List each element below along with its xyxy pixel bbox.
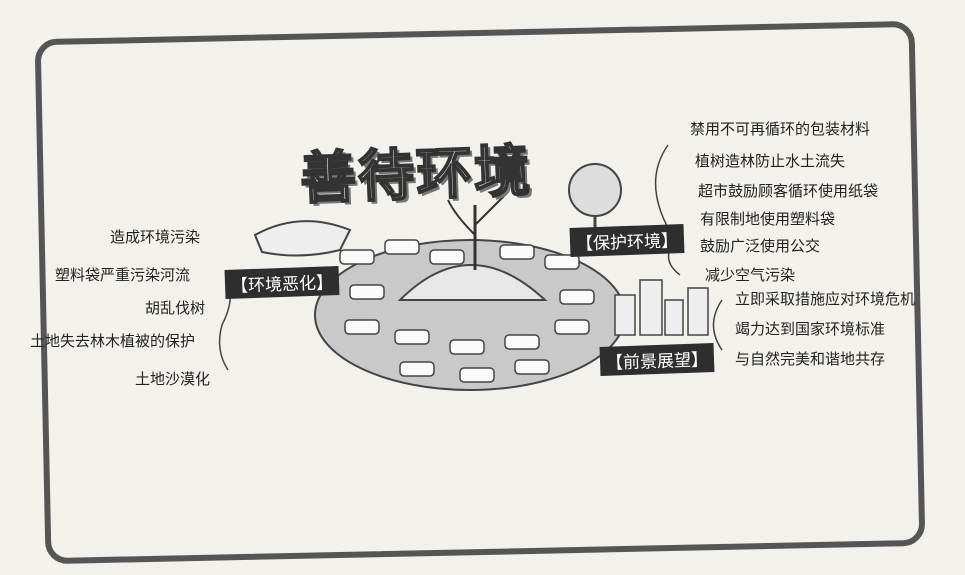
branch-tag-degradation: 【环境恶化】: [224, 266, 340, 299]
connector-right-bottom: [712, 299, 723, 351]
protection-item: 有限制地使用塑料袋: [700, 210, 836, 228]
polluting-container-icon: [253, 220, 352, 257]
degradation-item: 土地失去林木植被的保护: [30, 332, 196, 350]
protection-item: 禁用不可再循环的包装材料: [690, 120, 871, 138]
degradation-item: 造成环境污染: [110, 228, 201, 246]
car-icon: [339, 249, 375, 265]
branch-tag-protection: 【保护环境】: [569, 224, 685, 257]
prospects-item: 立即采取措施应对环境危机: [735, 290, 916, 308]
connector-right-top: [654, 144, 681, 276]
building: [639, 279, 663, 336]
map-title: 善待环境: [298, 138, 534, 213]
car-icon: [394, 329, 430, 345]
branch-tag-prospects: 【前景展望】: [599, 343, 715, 376]
degradation-item: 塑料袋严重污染河流: [55, 266, 191, 284]
protection-item: 减少空气污染: [705, 266, 796, 284]
degradation-item: 胡乱伐树: [145, 299, 206, 317]
building: [664, 299, 684, 336]
protection-item: 超市鼓励顾客循环使用纸袋: [698, 182, 879, 200]
car-icon: [399, 361, 435, 377]
car-icon: [504, 334, 540, 350]
car-icon: [514, 359, 550, 375]
cars-group: [339, 239, 595, 383]
car-icon: [554, 319, 590, 335]
car-icon: [459, 367, 495, 383]
degradation-item: 土地沙漠化: [135, 370, 211, 388]
prospects-item: 与自然完美和谐地共存: [735, 350, 886, 368]
car-icon: [449, 339, 485, 355]
sprout-branch-right: [474, 194, 506, 226]
recycle-tree-icon: [568, 163, 622, 217]
car-icon: [499, 244, 535, 260]
car-icon: [349, 284, 385, 300]
protection-item: 植树造林防止水土流失: [695, 152, 846, 170]
building: [687, 287, 709, 336]
building: [614, 294, 636, 336]
car-icon: [344, 319, 380, 335]
car-icon: [544, 254, 580, 270]
protection-item: 鼓励广泛使用公交: [700, 237, 821, 255]
city-buildings-icon: [614, 279, 709, 336]
car-icon: [429, 249, 465, 265]
car-icon: [384, 239, 420, 255]
prospects-item: 竭力达到国家环境标准: [735, 320, 886, 338]
sprout-branch-left: [447, 199, 476, 236]
car-icon: [559, 289, 595, 305]
